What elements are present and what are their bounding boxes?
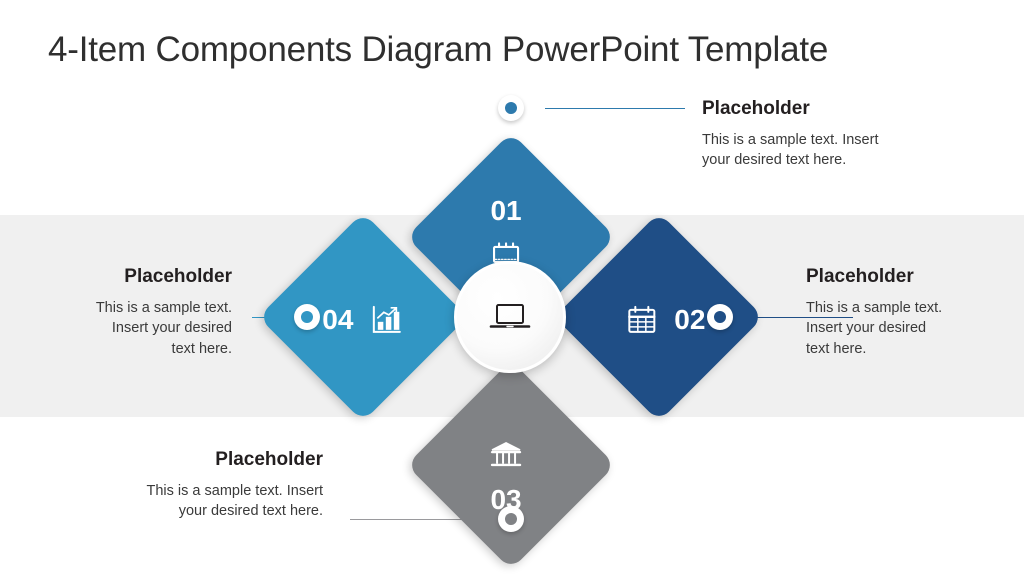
laptop-icon: [488, 300, 532, 334]
placeholder-body-04-line1: This is a sample text.: [95, 299, 232, 316]
center-hub[interactable]: [454, 261, 566, 373]
diamond-item-03[interactable]: 03: [406, 360, 616, 570]
placeholder-body-01: This is a sample text. Insert your desir…: [702, 130, 932, 171]
text-block-04: Placeholder This is a sample text. Inser…: [70, 266, 232, 360]
placeholder-body-02-line2: Insert your desired: [806, 320, 927, 337]
placeholder-heading-04: Placeholder: [124, 266, 232, 287]
diamond-number-04: 04: [322, 303, 354, 335]
diamond-item-04[interactable]: 04: [258, 212, 468, 422]
placeholder-body-04: This is a sample text. Insert your desir…: [70, 298, 232, 360]
diamond-item-02[interactable]: 02: [554, 212, 764, 422]
connector-dot-03[interactable]: [498, 506, 524, 532]
placeholder-body-02-line3: text here.: [806, 340, 867, 357]
bank-icon: [489, 440, 523, 470]
text-block-03: Placeholder This is a sample text. Inser…: [128, 449, 323, 522]
placeholder-body-01-line2: your desired text here.: [702, 152, 847, 169]
connector-line-02: [733, 317, 853, 318]
diamond-number-01: 01: [490, 194, 522, 226]
placeholder-body-02-line1: This is a sample text.: [806, 299, 943, 316]
page-title: 4-Item Components Diagram PowerPoint Tem…: [48, 30, 829, 69]
connector-dot-04[interactable]: [294, 304, 320, 330]
placeholder-body-03-line1: This is a sample text. Insert: [146, 482, 323, 499]
placeholder-body-03: This is a sample text. Insert your desir…: [128, 481, 323, 522]
connector-dot-01[interactable]: [498, 95, 524, 121]
placeholder-body-03-line2: your desired text here.: [178, 503, 323, 520]
text-block-02: Placeholder This is a sample text. Inser…: [806, 266, 1006, 360]
bar-chart-growth-icon: [369, 304, 401, 336]
placeholder-body-04-line2: Insert your desired: [111, 320, 232, 337]
text-block-01: Placeholder This is a sample text. Inser…: [702, 98, 932, 171]
connector-line-03: [350, 519, 505, 520]
connector-line-01: [545, 108, 685, 109]
placeholder-heading-02: Placeholder: [806, 266, 914, 287]
placeholder-heading-03: Placeholder: [215, 449, 323, 470]
connector-dot-02[interactable]: [707, 304, 733, 330]
diamond-number-02: 02: [674, 303, 706, 335]
placeholder-heading-01: Placeholder: [702, 98, 810, 119]
calendar-icon: [626, 304, 658, 336]
placeholder-body-02: This is a sample text. Insert your desir…: [806, 298, 1006, 360]
placeholder-body-01-line1: This is a sample text. Insert: [702, 131, 879, 148]
placeholder-body-04-line3: text here.: [171, 340, 232, 357]
